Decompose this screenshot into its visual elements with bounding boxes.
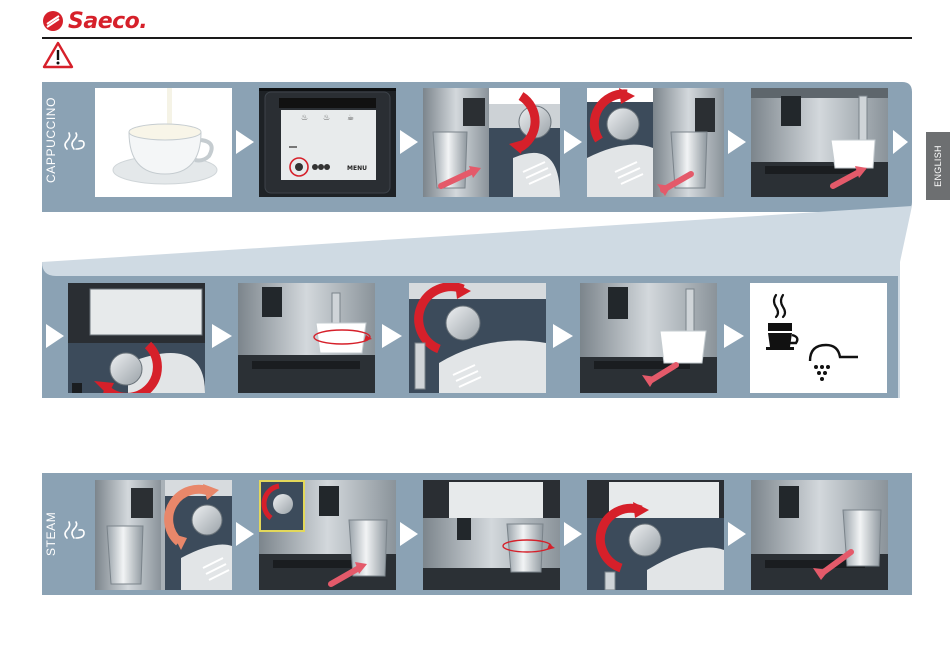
- cappuccino-label: CAPPUCCINO: [44, 97, 58, 183]
- svg-text:♨: ♨: [301, 113, 308, 122]
- svg-text:☕: ☕: [347, 113, 354, 122]
- step-photo-cup-under-nozzle: [751, 88, 888, 197]
- hot-cup-icon: [766, 295, 797, 350]
- menu-label: MENU: [347, 165, 367, 172]
- step-photo-swirl-jug: [423, 480, 560, 590]
- step-photo-remove-jug: [751, 480, 888, 590]
- step-photo-jug-rotate-both: [95, 480, 232, 590]
- step-photo-rotate-back-remove-jug: [587, 88, 724, 197]
- step-photo-remove-cup: [580, 283, 717, 393]
- step-photo-milk-cup: [95, 88, 232, 197]
- steam-icon: [62, 131, 88, 153]
- result-icons-panel: [750, 283, 887, 393]
- svg-text:♨: ♨: [323, 113, 330, 122]
- step-photo-rotate-knob-steam: [587, 480, 724, 590]
- step-photo-rotate-knob-up: [409, 283, 546, 393]
- step-photo-swirl-cup: [238, 283, 375, 393]
- step-photo-rotate-knob-down: [68, 283, 205, 393]
- steam-label: STEAM: [44, 512, 58, 556]
- steam-nozzle-icon: [810, 345, 858, 381]
- steam-icon: [62, 520, 88, 542]
- step-photo-display-panel: ♨ ♨ ☕ MENU: [259, 88, 396, 197]
- step-photo-insert-jug-rotate-knob: [423, 88, 560, 197]
- step-photo-insert-jug-inset: [259, 480, 396, 590]
